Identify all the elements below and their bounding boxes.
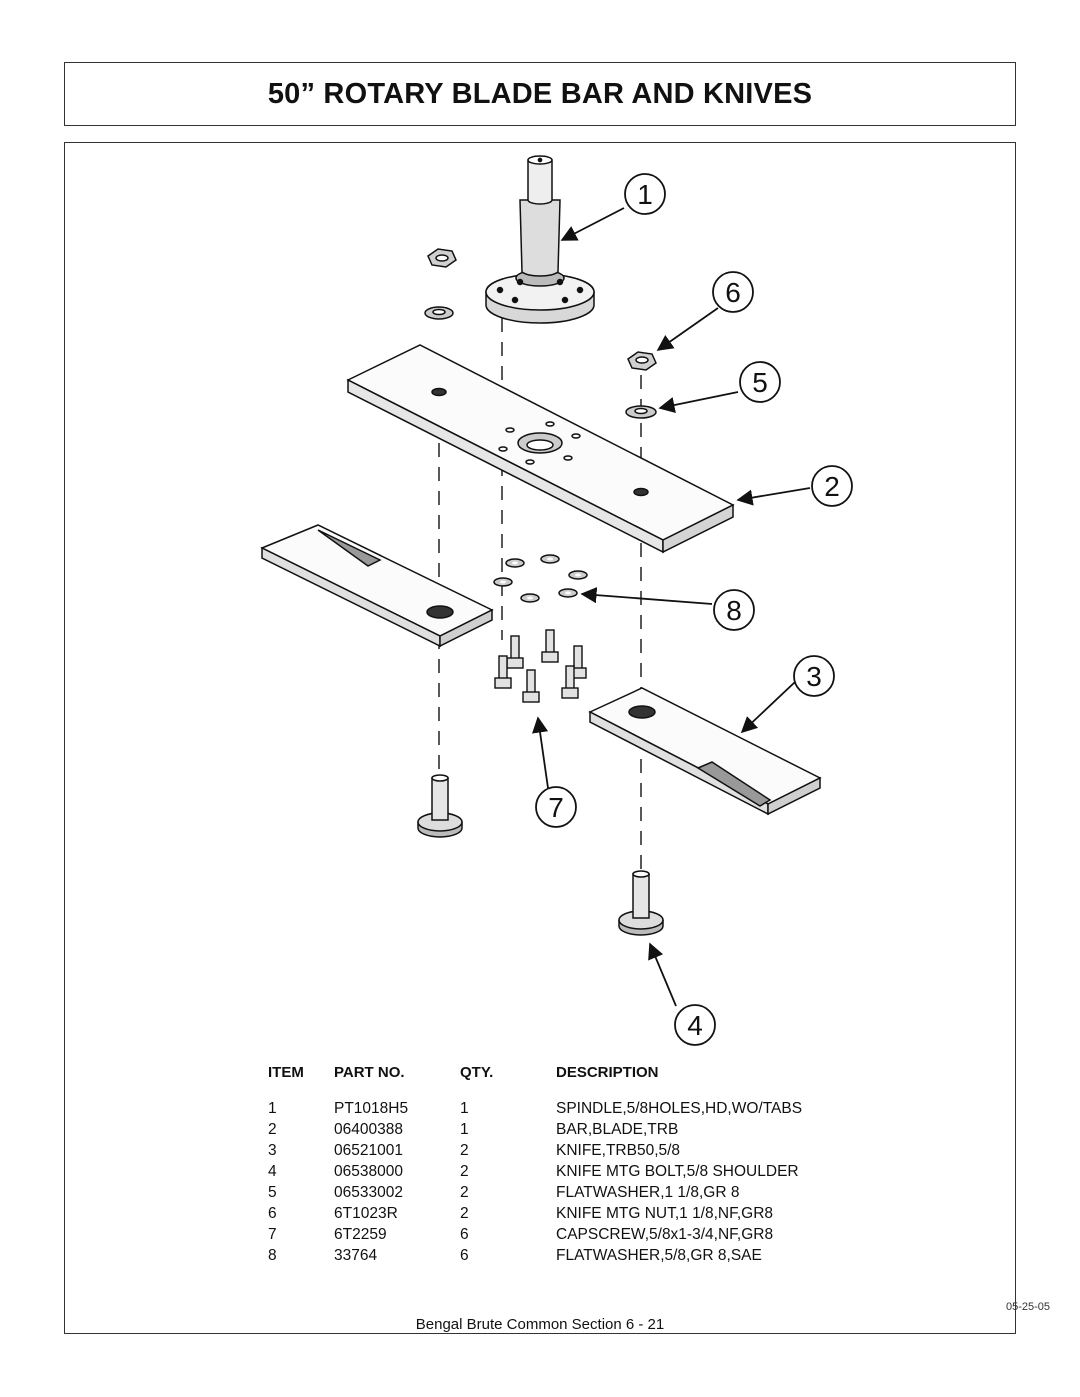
callout-5 xyxy=(739,361,781,403)
item-cell: 6 xyxy=(268,1205,277,1222)
item-cell: 5 xyxy=(268,1184,277,1201)
qty-cell: 6 xyxy=(460,1247,469,1264)
qty-cell: 2 xyxy=(460,1142,469,1159)
page-footer: Bengal Brute Common Section 6 - 21 xyxy=(415,1316,665,1333)
header-qty: QTY. xyxy=(460,1064,494,1081)
item-cell: 3 xyxy=(268,1142,277,1159)
part-no-cell: 06533002 xyxy=(334,1184,403,1201)
description-cell: FLATWASHER,5/8,GR 8,SAE xyxy=(556,1247,762,1264)
qty-cell: 6 xyxy=(460,1226,469,1243)
right-washer xyxy=(625,405,657,419)
diagram-frame xyxy=(64,142,1016,1334)
qty-cell: 1 xyxy=(460,1100,469,1117)
part-no-cell: 6T2259 xyxy=(334,1226,387,1243)
qty-cell: 1 xyxy=(460,1121,469,1138)
callout-7 xyxy=(535,786,577,828)
description-cell: SPINDLE,5/8HOLES,HD,WO/TABS xyxy=(556,1100,803,1117)
right-knife xyxy=(588,687,822,816)
callout-3 xyxy=(793,655,835,697)
callout-label: 5 xyxy=(752,367,768,398)
description-cell: BAR,BLADE,TRB xyxy=(556,1121,679,1138)
part-no-cell: PT1018H5 xyxy=(334,1100,409,1117)
qty-cell: 2 xyxy=(460,1163,469,1180)
description-cell: KNIFE MTG BOLT,5/8 SHOULDER xyxy=(556,1163,799,1180)
header-part-no: PART NO. xyxy=(334,1064,405,1081)
part-no-cell: 06538000 xyxy=(334,1163,403,1180)
item-cell: 2 xyxy=(268,1121,277,1138)
callout-label: 2 xyxy=(824,471,840,502)
blade-bar xyxy=(346,344,735,554)
right-shoulder-bolt xyxy=(618,870,664,936)
left-knife xyxy=(260,524,494,648)
description-cell: CAPSCREW,5/8x1-3/4,NF,GR8 xyxy=(556,1226,774,1243)
callout-1 xyxy=(624,173,666,215)
callouts xyxy=(535,173,853,1046)
right-nut xyxy=(627,351,657,371)
callout-label: 3 xyxy=(806,661,822,692)
revision-date: 05-25-05 xyxy=(1005,1301,1050,1313)
callout-8 xyxy=(713,589,755,631)
header-description: DESCRIPTION xyxy=(556,1064,659,1081)
part-no-cell: 06400388 xyxy=(334,1121,403,1138)
item-cell: 1 xyxy=(268,1100,277,1117)
callout-label: 8 xyxy=(726,595,742,626)
qty-cell: 2 xyxy=(460,1184,469,1201)
title-box: 50” ROTARY BLADE BAR AND KNIVES xyxy=(64,62,1016,126)
page-title: 50” ROTARY BLADE BAR AND KNIVES xyxy=(267,77,813,110)
header-item: ITEM xyxy=(268,1064,304,1081)
part-no-cell: 33764 xyxy=(334,1247,378,1264)
callout-label: 1 xyxy=(637,179,653,210)
small-washers xyxy=(493,554,588,603)
callout-label: 6 xyxy=(725,277,741,308)
description-cell: KNIFE MTG NUT,1 1/8,NF,GR8 xyxy=(556,1205,774,1222)
item-cell: 4 xyxy=(268,1163,277,1180)
spindle xyxy=(485,155,595,324)
left-nut xyxy=(427,248,457,268)
description-cell: KNIFE,TRB50,5/8 xyxy=(556,1142,681,1159)
callout-label: 7 xyxy=(548,792,564,823)
qty-cell: 2 xyxy=(460,1205,469,1222)
left-washer xyxy=(424,306,454,320)
callout-6 xyxy=(712,271,754,313)
callout-4 xyxy=(674,1004,716,1046)
item-cell: 7 xyxy=(268,1226,277,1243)
callout-2 xyxy=(811,465,853,507)
part-no-cell: 06521001 xyxy=(334,1142,403,1159)
part-no-cell: 6T1023R xyxy=(334,1205,398,1222)
left-shoulder-bolt xyxy=(417,774,463,838)
description-cell: FLATWASHER,1 1/8,GR 8 xyxy=(556,1184,740,1201)
item-cell: 8 xyxy=(268,1247,277,1264)
callout-label: 4 xyxy=(687,1010,703,1041)
capscrews xyxy=(494,629,587,703)
